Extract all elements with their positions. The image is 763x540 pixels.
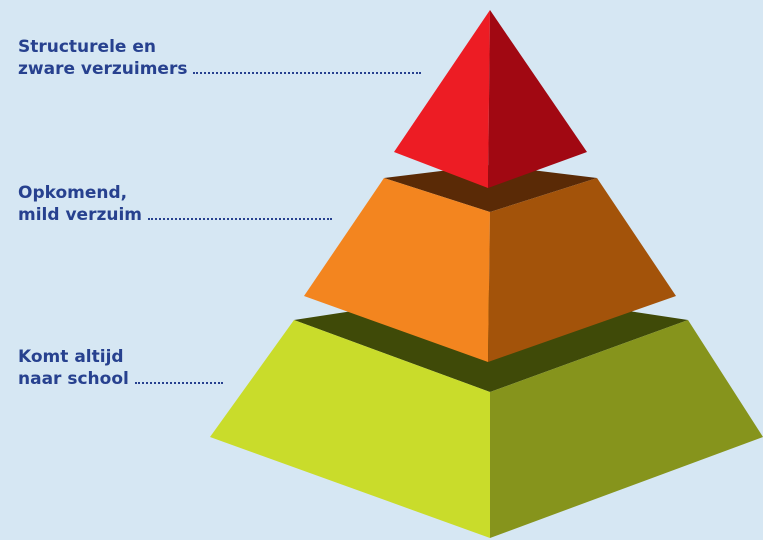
tier-label-middle: Opkomend, mild verzuim [18,182,332,226]
tier-label-top: Structurele en zware verzuimers [18,36,422,80]
pyramid-tier-middle [304,165,676,362]
tier-label-top-line2: zware verzuimers [18,59,188,79]
tier-top-leader-line [193,72,422,74]
tier-bottom-right-face [490,320,763,538]
tier-bottom-leader-line [134,382,223,384]
tier-middle-top-face [384,165,597,212]
tier-label-bottom: Komt altijd naar school [18,346,223,390]
tier-bottom-left-face [210,320,490,538]
tier-middle-right-face [488,178,676,362]
tier-middle-leader-line [148,218,332,220]
tier-label-middle-line1: Opkomend, [18,183,128,203]
tier-top-right-face [488,10,587,188]
tier-label-bottom-line2: naar school [18,369,129,389]
tier-top-left-face [394,10,490,188]
tier-label-middle-line2: mild verzuim [18,205,142,225]
tier-middle-left-face [304,178,490,362]
tier-label-bottom-line1: Komt altijd [18,347,124,367]
pyramid-tier-top [394,10,587,188]
tier-label-top-line1: Structurele en [18,37,156,57]
